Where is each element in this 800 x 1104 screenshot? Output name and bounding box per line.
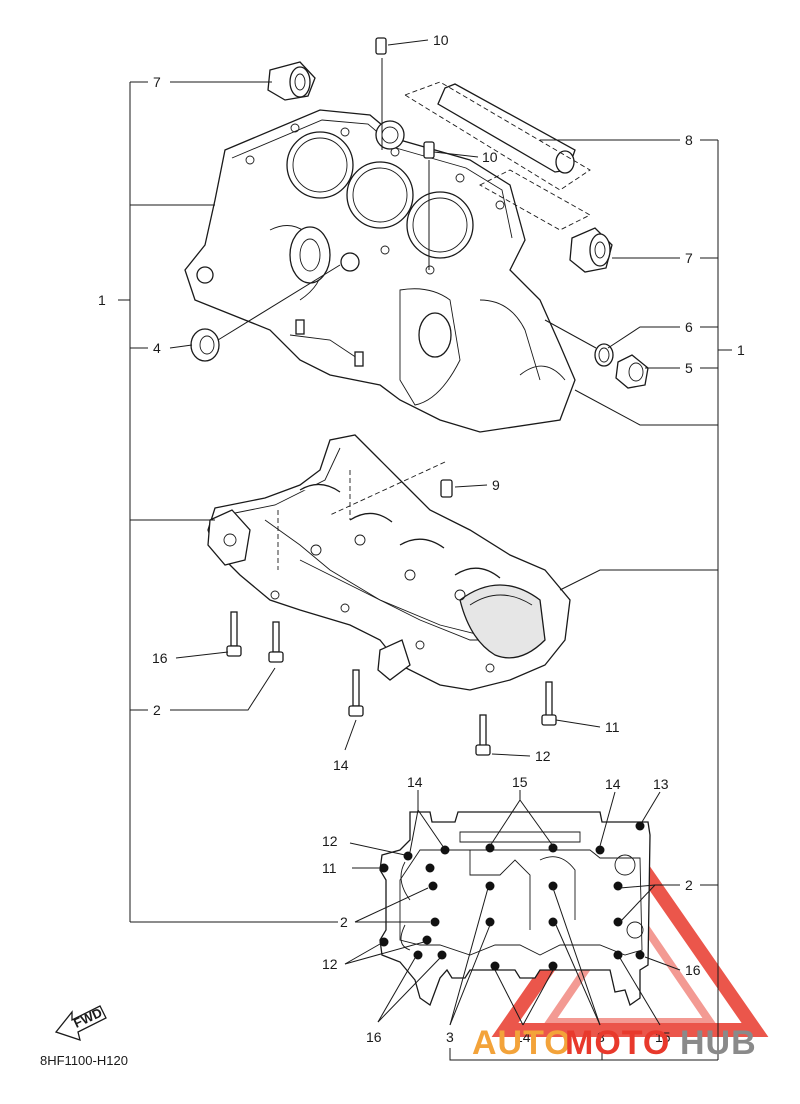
diagram-code: 8HF1100-H120 — [40, 1053, 128, 1068]
dowel-pin — [440, 479, 453, 498]
bolt-2 — [268, 621, 284, 663]
callout-12-upper: 12 — [535, 748, 551, 764]
callout-2-left: 2 — [340, 914, 348, 930]
bolt-11 — [541, 681, 557, 726]
callout-16-right: 16 — [685, 962, 701, 978]
watermark-auto: AUTO — [472, 1024, 572, 1062]
callout-8: 8 — [685, 132, 693, 148]
shaft — [403, 81, 591, 231]
o-ring — [594, 343, 614, 367]
callout-11-mid: 11 — [322, 860, 337, 876]
callout-7-top: 7 — [153, 74, 161, 90]
callout-12-mid: 12 — [322, 833, 338, 849]
callout-14-bottom-right: 14 — [605, 776, 621, 792]
callout-2-right: 2 — [685, 877, 693, 893]
callout-6: 6 — [685, 319, 693, 335]
callout-16-bottom: 16 — [366, 1029, 382, 1045]
callout-4: 4 — [153, 340, 161, 356]
callout-13: 13 — [653, 776, 669, 792]
callout-1-right: 1 — [737, 342, 745, 358]
watermark-text: AUTO MOTO HUB — [472, 1024, 757, 1062]
watermark-hub: HUB — [680, 1024, 757, 1062]
callout-16-upper: 16 — [152, 650, 168, 666]
knock-pin-middle — [423, 141, 435, 159]
watermark-moto: MOTO — [565, 1024, 670, 1062]
callout-2-upper: 2 — [153, 702, 161, 718]
callout-14-upper: 14 — [333, 757, 349, 773]
callout-3-left: 3 — [446, 1029, 454, 1045]
bolt-16 — [226, 611, 242, 657]
bolt-pattern-outline — [379, 811, 651, 1007]
callout-7-right: 7 — [685, 250, 693, 266]
knock-pin-top — [375, 37, 387, 55]
callout-10-top: 10 — [433, 32, 449, 48]
callout-14-bottom-left: 14 — [407, 774, 423, 790]
bushing-top — [267, 61, 316, 101]
callout-9: 9 — [492, 477, 500, 493]
leader-lines — [118, 39, 732, 1061]
drain-plug — [190, 328, 220, 362]
bolt-pattern-dots — [379, 821, 645, 971]
bolt-12 — [475, 714, 491, 756]
bushing-right — [569, 227, 613, 273]
callout-10-middle: 10 — [482, 149, 498, 165]
callout-15-bottom: 15 — [655, 1029, 671, 1045]
callout-14-bottom: 14 — [515, 1029, 531, 1045]
upper-crankcase — [184, 109, 576, 433]
callout-5: 5 — [685, 360, 693, 376]
bolt-14 — [348, 669, 364, 717]
fwd-arrow-icon: FWD — [54, 1005, 107, 1041]
callout-1-left: 1 — [98, 292, 106, 308]
callout-12-low: 12 — [322, 956, 338, 972]
callout-11-upper: 11 — [605, 719, 620, 735]
plug-bolt — [615, 354, 649, 389]
callout-3-right: 3 — [597, 1029, 605, 1045]
lower-crankcase — [207, 434, 571, 691]
callout-15-top: 15 — [512, 774, 528, 790]
callout-labels: 10 7 10 8 7 1 6 4 1 5 9 16 2 11 14 12 14… — [98, 32, 745, 1045]
